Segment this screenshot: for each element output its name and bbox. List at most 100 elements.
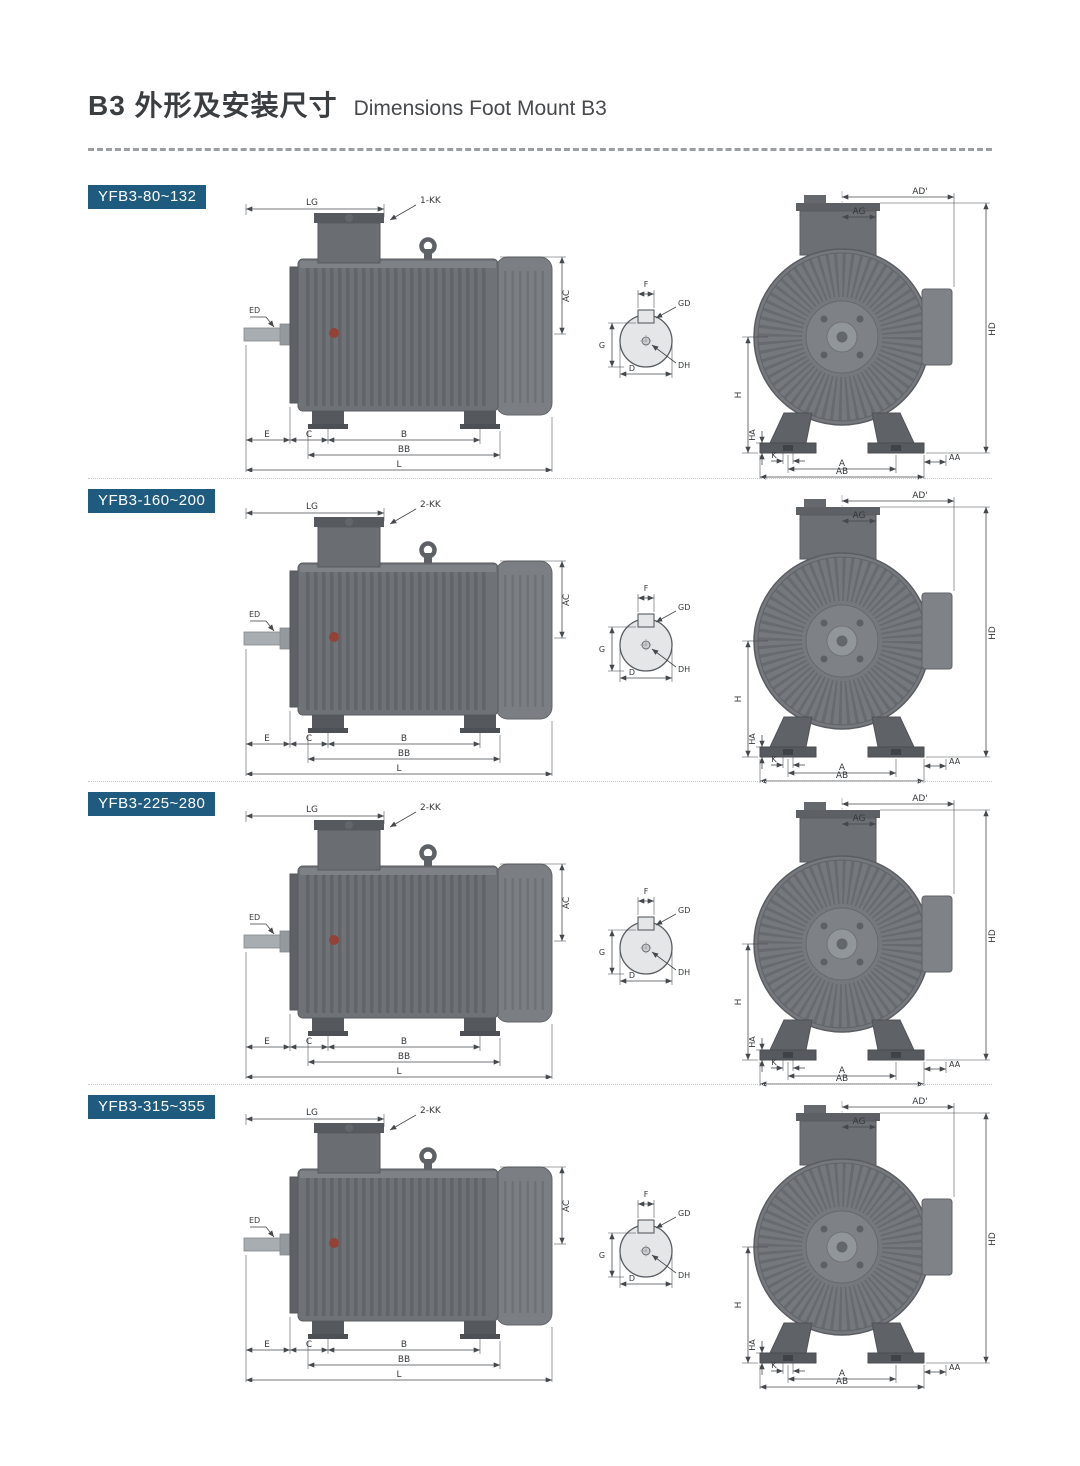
side-dimension-lines — [246, 811, 565, 1079]
dim-label-e: E — [264, 1340, 270, 1350]
dim-label-b: B — [401, 1340, 407, 1350]
side-dimension-lines — [246, 204, 565, 472]
dim-label-h: H — [734, 392, 744, 399]
dim-label-k: K — [771, 755, 777, 764]
terminal-box-front — [796, 802, 880, 863]
dim-label-d: D — [629, 971, 635, 980]
page-title-zh: B3 外形及安装尺寸 — [88, 90, 338, 121]
dim-label-ag: AG — [853, 207, 866, 217]
shaft-detail-drawing: F GD G D DH — [599, 280, 690, 378]
dim-label-ha: HA — [748, 1339, 757, 1351]
lifting-eye — [419, 237, 437, 259]
dim-label-hd: HD — [988, 1232, 998, 1246]
side-dimension-labels: LG 2-KK ED AC E C B BB L — [249, 803, 570, 1077]
dim-label-ad: AD' — [912, 187, 928, 197]
dim-label-d: D — [629, 668, 635, 677]
dim-label-l: L — [396, 460, 401, 470]
side-dimension-labels: LG 2-KK ED AC E C B BB L — [249, 500, 570, 774]
shaft-dimension-labels: F GD G D DH — [599, 280, 690, 373]
dim-label-ed: ED — [249, 306, 260, 315]
page-header: B3 外形及安装尺寸 Dimensions Foot Mount B3 — [88, 84, 992, 151]
dim-label-a: A — [839, 459, 846, 469]
dim-label-ha: HA — [748, 429, 757, 441]
dim-label-bb: BB — [398, 1052, 410, 1062]
side-dimension-labels: LG 1-KK ED AC E C B BB L — [249, 196, 570, 470]
motor-side-view-drawing: LG 2-KK ED AC E C B BB L — [243, 803, 570, 1079]
dim-label-ab: AB — [836, 1074, 848, 1084]
motor-front-artwork — [748, 1101, 953, 1364]
mounting-feet-front — [759, 1322, 925, 1364]
shaft-section-artwork — [619, 1219, 673, 1278]
fan-cover — [495, 1166, 553, 1326]
dim-label-aa: AA — [949, 1060, 961, 1069]
model-badge-label: YFB3-225~280 — [98, 795, 206, 812]
terminal-box-front — [796, 1105, 880, 1166]
terminal-box — [314, 820, 384, 871]
dim-label-kk: 2-KK — [420, 803, 442, 813]
terminal-box — [314, 517, 384, 568]
motor-frame — [297, 258, 499, 412]
brand-emblem — [329, 328, 339, 338]
motor-body-circle — [753, 552, 931, 730]
model-badge: YFB3-80~132 — [88, 185, 207, 209]
dim-label-gd: GD — [678, 1209, 690, 1218]
dim-label-l: L — [396, 1370, 401, 1380]
brand-emblem — [329, 935, 339, 945]
dim-label-ad: AD' — [912, 794, 928, 804]
motor-front-view-drawing: AD' AG HD H HA K A AA AB — [734, 794, 998, 1087]
dim-label-k: K — [771, 1361, 777, 1370]
motor-side-view-drawing: LG 1-KK ED AC E C B BB L — [243, 196, 570, 472]
mounting-feet — [308, 411, 500, 429]
side-junction-box — [921, 1198, 953, 1276]
side-junction-box — [921, 288, 953, 366]
dim-label-bb: BB — [398, 1355, 410, 1365]
shaft-detail-drawing: F GD G D DH — [599, 887, 690, 985]
dim-label-ag: AG — [853, 511, 866, 521]
motor-front-artwork — [748, 798, 953, 1061]
shaft-detail-drawing: F GD G D DH — [599, 584, 690, 682]
mounting-feet — [308, 1018, 500, 1036]
brand-emblem — [329, 1238, 339, 1248]
page-title: B3 外形及安装尺寸 Dimensions Foot Mount B3 — [88, 84, 992, 124]
fan-cover — [495, 256, 553, 416]
motor-side-artwork — [243, 517, 553, 733]
motor-section: YFB3-315~355 — [88, 1084, 998, 1390]
dim-label-a: A — [839, 1066, 846, 1076]
page-title-en: Dimensions Foot Mount B3 — [353, 97, 607, 120]
terminal-box-front — [796, 499, 880, 560]
dim-label-lg: LG — [306, 805, 318, 815]
dim-label-c: C — [306, 734, 312, 744]
dim-label-ab: AB — [836, 467, 848, 477]
dim-label-lg: LG — [306, 1108, 318, 1118]
terminal-box — [314, 213, 384, 264]
dim-label-h: H — [734, 999, 744, 1006]
motor-section: YFB3-80~132 — [88, 175, 998, 480]
dim-label-dh: DH — [678, 665, 690, 674]
mounting-feet — [308, 1321, 500, 1339]
dim-label-ac: AC — [562, 897, 570, 909]
dim-label-e: E — [264, 430, 270, 440]
dim-label-l: L — [396, 764, 401, 774]
dim-label-ab: AB — [836, 771, 848, 781]
dim-label-ag: AG — [853, 1117, 866, 1127]
dim-label-g: G — [599, 948, 605, 957]
dim-label-g: G — [599, 1251, 605, 1260]
side-junction-box — [921, 592, 953, 670]
dim-label-gd: GD — [678, 603, 690, 612]
dim-label-l: L — [396, 1067, 401, 1077]
front-dimension-labels: AD' AG HD H HA K A AA AB — [734, 1097, 998, 1387]
motor-body-circle — [753, 248, 931, 426]
shaft-dimension-lines — [609, 595, 677, 681]
dim-label-ha: HA — [748, 1036, 757, 1048]
motor-frame — [297, 562, 499, 716]
side-dimension-lines — [246, 508, 565, 776]
dim-label-aa: AA — [949, 1363, 961, 1372]
dim-label-h: H — [734, 1302, 744, 1309]
terminal-box-front — [796, 195, 880, 256]
dim-label-ed: ED — [249, 1216, 260, 1225]
dim-label-ed: ED — [249, 610, 260, 619]
dim-label-bb: BB — [398, 445, 410, 455]
side-extension-lines — [245, 1114, 566, 1382]
motor-front-artwork — [748, 495, 953, 758]
